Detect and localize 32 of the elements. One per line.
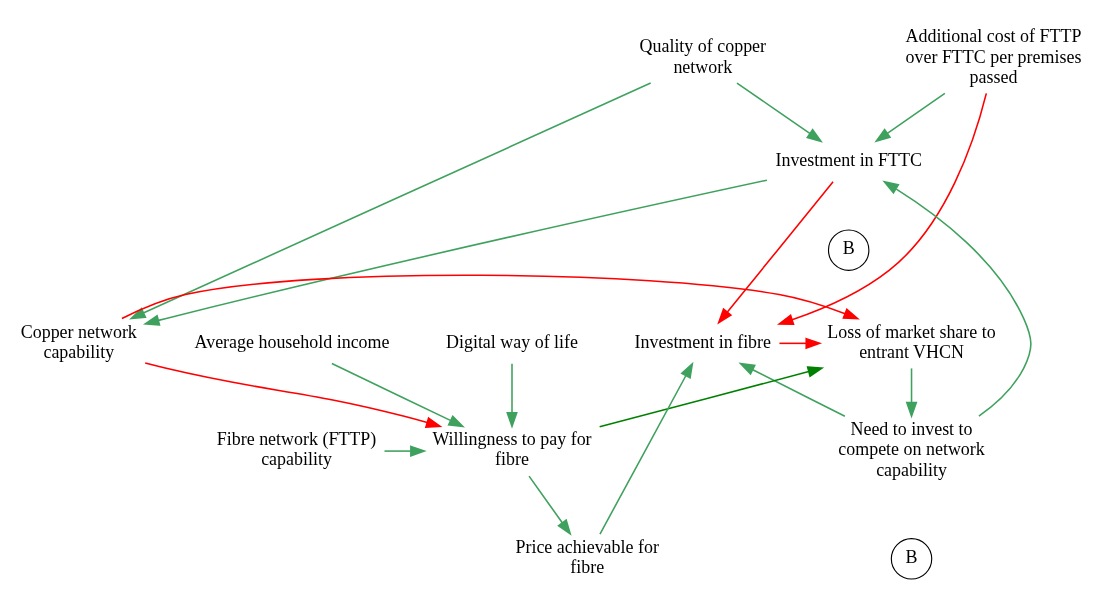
arrow	[383, 445, 427, 457]
node-text: Average household income	[194, 331, 390, 352]
arrow	[777, 92, 988, 326]
arrow	[144, 362, 443, 428]
node-text: Investment in fibre	[634, 331, 772, 352]
arrow	[874, 92, 946, 143]
label: B	[842, 238, 855, 259]
node-text: Digital way of life	[445, 331, 579, 352]
node-text: Additional cost of FTTP over FTTC per premises passed	[905, 26, 1082, 87]
label: B	[905, 547, 918, 568]
arrow	[142, 179, 768, 326]
arrow	[717, 181, 834, 325]
arrow	[331, 362, 465, 428]
arrow	[905, 367, 918, 419]
arrow	[599, 361, 694, 535]
arrow	[121, 274, 860, 320]
arrow	[506, 363, 518, 429]
node-text: Need to invest to compete on network capability	[838, 419, 985, 480]
node-text: Copper network capability	[20, 321, 137, 362]
arrow	[882, 180, 1032, 417]
node-text: Price achievable for fibre	[515, 536, 659, 578]
node-text: Loss of market share to entrant VHCN	[827, 321, 996, 362]
arrow	[129, 82, 652, 320]
node-text: Fibre network (FTTP) capability	[216, 429, 377, 470]
arrow	[598, 366, 825, 428]
arrow	[736, 82, 823, 143]
node-text: Quality of copper network	[639, 36, 767, 77]
node-text: Investment in FTTC	[775, 149, 922, 170]
arrow	[738, 362, 846, 418]
arrow	[778, 337, 823, 350]
arrow	[528, 475, 572, 536]
node-text: Willingness to pay for fibre	[432, 429, 592, 470]
